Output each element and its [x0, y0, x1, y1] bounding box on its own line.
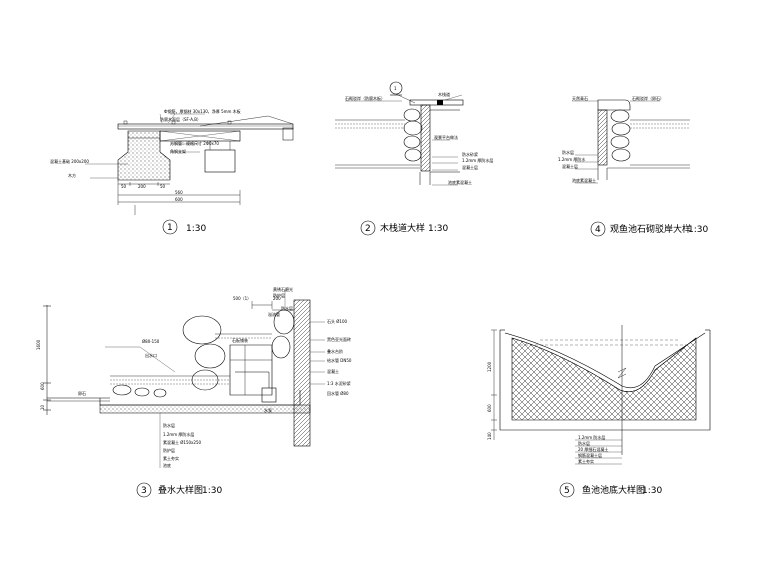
label-d3-8: 出水口: [145, 352, 157, 358]
dim-600-5: 600: [487, 404, 492, 412]
label-d4-b: 石砌驳岸（卵石）: [632, 95, 664, 101]
detail-3: 500（1） 200 600 1600 10 黄锈石磨光 防护层 防水层 溢流管…: [36, 286, 352, 498]
label-d3-18: 素土夯实: [163, 455, 179, 461]
detail-number-circle-1: [162, 219, 178, 235]
beam: [159, 130, 241, 142]
label-d4-d: 1.2mm 厚防水: [558, 156, 585, 162]
label-d4-c: 防水层: [562, 149, 574, 155]
label-d5-e: 素土夯实: [578, 458, 594, 464]
rock-stack-4: [610, 109, 631, 162]
detail-number-1: 1: [167, 223, 173, 233]
detail-number-circle-3: [136, 482, 152, 498]
label-d5-a: 1.2mm 防水层: [578, 434, 605, 440]
label-d1-d: 混凝土基础 200x200: [50, 158, 89, 164]
label-d3-17: 防护层: [163, 447, 175, 453]
label-d3-3: 溢流管: [268, 311, 280, 317]
label-d3-5: 黑色亚光面砖: [327, 336, 351, 342]
label-d3-14: 防水层: [163, 422, 175, 428]
label-d3-9: 石板铺装: [232, 337, 248, 343]
label-d4-e: 混凝土层: [562, 163, 578, 169]
label-d3-6: 叠水台阶: [327, 348, 343, 354]
label-d2-f: 混凝土层: [462, 164, 478, 170]
detail-number-circle-5: [559, 482, 575, 498]
label-d2-c: 观景平台做法: [434, 134, 458, 140]
label-d2-a: 石砌驳岸（防腐木板）: [345, 95, 385, 101]
dim-200-3: 200: [273, 296, 281, 301]
label-d1-e: 木方: [68, 172, 76, 178]
dim-1200: 1200: [487, 361, 492, 372]
label-d3-22: 回水管 Ø80: [327, 390, 349, 396]
label-d3-11: 水泵: [264, 407, 272, 413]
dim-140: 140: [487, 432, 492, 440]
label-d2-d: 防水砂浆: [462, 151, 478, 157]
label-d3-15: 1.2mm 厚防水层: [163, 431, 194, 437]
right-wall: [293, 299, 311, 447]
detail-number-circle-2: [360, 220, 376, 236]
detail-title-2: 木栈道大样: [380, 222, 425, 234]
label-d2-g: 池底素混凝土: [448, 179, 472, 185]
wall: [420, 104, 431, 172]
label-d3-4: 石头 Ø100: [327, 318, 348, 324]
detail-1: 50 200 50 560 600 Ф钢筋，厚钢材 30x130，净厚 5mm …: [50, 108, 294, 235]
detail-number-2: 2: [365, 224, 371, 234]
label-d3-19: 池底: [163, 462, 171, 468]
label-d4-a: 天然青石: [572, 95, 588, 101]
label-d1-b: 防腐木面层（SF-A,B）: [160, 116, 201, 122]
detail-scale-4: 1:30: [688, 225, 708, 235]
dim-600: 600: [175, 197, 183, 202]
rock-pile: [403, 108, 423, 162]
label-d3-12: 混凝土: [327, 368, 339, 374]
label-d3-7: Ø80-150: [142, 339, 160, 344]
detail-scale-2: 1:30: [428, 224, 448, 234]
detail-2: 1 石砌驳岸（防腐木板） 木栈道 观景平: [335, 81, 493, 236]
dim-600-3: 600: [40, 382, 45, 390]
label-d2-e: 1.2mm 厚防水层: [462, 157, 493, 163]
label-d4-f: 池底素混凝土: [572, 177, 596, 183]
dim-560: 560: [175, 190, 183, 195]
label-d1-a: Ф钢筋，厚钢材 30x130，净厚 5mm 木板: [164, 108, 241, 114]
detail-5: 1200 600 140 1.2mm 防水层 防水层 20 厚细石混凝土 钢筋混…: [487, 325, 711, 498]
dim-1600: 1600: [36, 339, 41, 350]
label-d2-b: 木栈道: [438, 91, 450, 97]
label-d5-b: 防水层: [578, 440, 590, 446]
label-d5-c: 20 厚细石混凝土: [578, 446, 608, 452]
dim-200: 200: [138, 184, 146, 189]
boulders: [112, 309, 295, 398]
detail-scale-3: 1:30: [202, 486, 222, 496]
footing-left: [117, 130, 171, 181]
label-d3-20: 卵石: [78, 390, 86, 396]
detail-number-5: 5: [564, 486, 570, 496]
detail-title-3: 叠水大样图: [158, 484, 203, 496]
label-d3-13: 1:3 水泥砂浆: [327, 380, 351, 386]
wall-4: [597, 109, 608, 166]
detail-title-5: 鱼池池底大样图: [582, 484, 645, 496]
detail-number-circle-4: [590, 221, 606, 237]
dim-500: 500（1）: [233, 296, 251, 301]
label-d3-10: 给水管 DN50: [327, 357, 352, 363]
detail-number-3: 3: [141, 486, 147, 496]
detail-scale-5: 1:30: [642, 486, 662, 496]
label-d3-2: 防水层: [281, 305, 293, 311]
label-d3-1: 防护层: [273, 292, 285, 298]
label-d1-f: 角钢支架: [170, 148, 186, 154]
label-d5-d: 钢筋混凝土层: [578, 452, 602, 458]
detail-4: 天然青石 石砌驳岸（卵石） 防水层 1.2mm 厚防水 混凝土层 池底素混凝土 …: [558, 95, 708, 237]
detail-scale-1: 1:30: [186, 224, 206, 234]
callout-number: 1: [394, 86, 397, 91]
basin-fill: [511, 337, 697, 421]
detail-title-4: 观鱼池石砌驳岸大样: [610, 223, 691, 235]
label-d1-c: 方钢管：规格尺寸 2Φ0x70: [170, 140, 219, 146]
dim-50b: 50: [160, 184, 166, 189]
detail-number-4: 4: [595, 225, 601, 235]
label-d3-0: 黄锈石磨光: [273, 286, 293, 292]
dim-10: 10: [40, 404, 45, 410]
deck-plank: [117, 123, 294, 130]
footing-right: [204, 149, 236, 173]
dim-50a: 50: [121, 184, 127, 189]
label-d3-16: 素混凝土 Ø150x250: [163, 439, 202, 445]
